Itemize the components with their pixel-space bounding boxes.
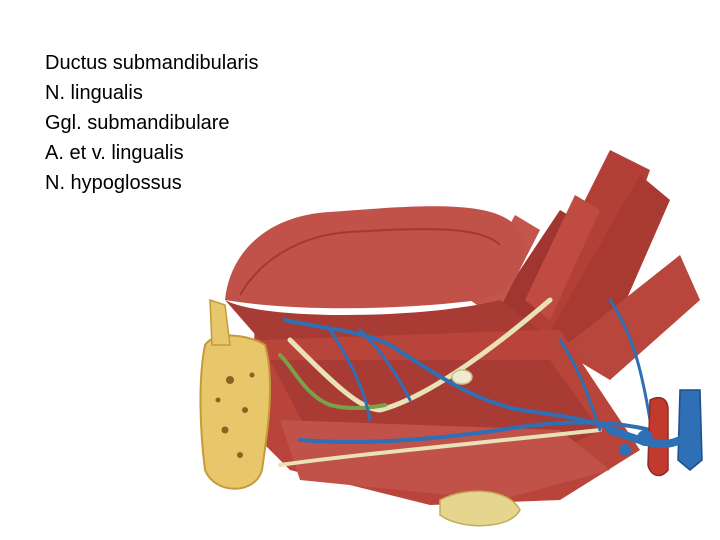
- tongue: [225, 206, 540, 340]
- lingual-nerve-path: [287, 297, 553, 413]
- label-ggl-submandibulare: Ggl. submandibulare: [45, 112, 230, 134]
- label-a-et-v-lingualis: A. et v. lingualis: [45, 142, 184, 164]
- mandible-section: [199, 298, 271, 490]
- label-n-hypoglossus: N. hypoglossus: [45, 172, 182, 194]
- submandibular-ganglion: [451, 369, 473, 385]
- label-n-lingualis: N. lingualis: [45, 82, 143, 104]
- submandibular-duct-path: [278, 428, 602, 467]
- jugular-vessels: [606, 389, 703, 477]
- lingual-vessels: [283, 298, 652, 444]
- hyoid-region: [439, 490, 521, 527]
- hypoglossal-nerve-path: [278, 353, 387, 410]
- structure-label-list: Ductus submandibularis N. lingualis Ggl.…: [45, 48, 258, 198]
- label-ductus-submandibularis: Ductus submandibularis: [45, 52, 259, 74]
